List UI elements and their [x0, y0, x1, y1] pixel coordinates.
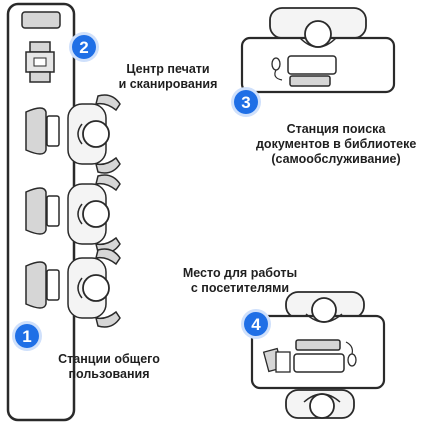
monitor-icon: [295, 339, 341, 351]
document-icon: [262, 347, 291, 373]
svg-text:1: 1: [22, 327, 31, 346]
keyboard-icon: [293, 353, 345, 373]
station-label-4: Место для работы с посетителями: [172, 266, 308, 296]
svg-text:2: 2: [79, 38, 88, 57]
person-icon: [305, 297, 343, 323]
person-icon: [77, 120, 110, 148]
label-line: с посетителями: [190, 281, 290, 295]
svg-text:4: 4: [251, 315, 261, 334]
printer-icon: [25, 41, 55, 83]
label-line: пользования: [68, 367, 150, 381]
station-badge-2: 2: [69, 32, 99, 62]
station-badge-3: 3: [231, 87, 261, 117]
person-icon: [77, 274, 110, 302]
person-icon: [299, 20, 337, 48]
svg-text:3: 3: [241, 93, 250, 112]
keyboard-icon: [287, 55, 337, 75]
station-label-1: Станции общего пользования: [54, 352, 164, 382]
label-line: документов в библиотеке: [256, 137, 417, 151]
person-icon: [303, 393, 341, 419]
label-line: (самообслуживание): [271, 152, 401, 166]
station-badge-4: 4: [241, 309, 271, 339]
label-line: Центр печати: [126, 62, 210, 76]
person-icon: [77, 200, 110, 228]
station-badge-1: 1: [12, 321, 42, 351]
label-line: Место для работы: [182, 266, 298, 280]
station-label-3: Станция поиска документов в библиотеке (…: [256, 122, 416, 167]
mouse-icon: [345, 341, 357, 367]
mouse-icon: [271, 57, 283, 81]
label-line: Станции общего: [58, 352, 160, 366]
label-line: Станция поиска: [286, 122, 386, 136]
monitor-icon: [289, 75, 331, 87]
label-line: и сканирования: [118, 77, 218, 91]
station-label-2: Центр печати и сканирования: [108, 62, 228, 92]
